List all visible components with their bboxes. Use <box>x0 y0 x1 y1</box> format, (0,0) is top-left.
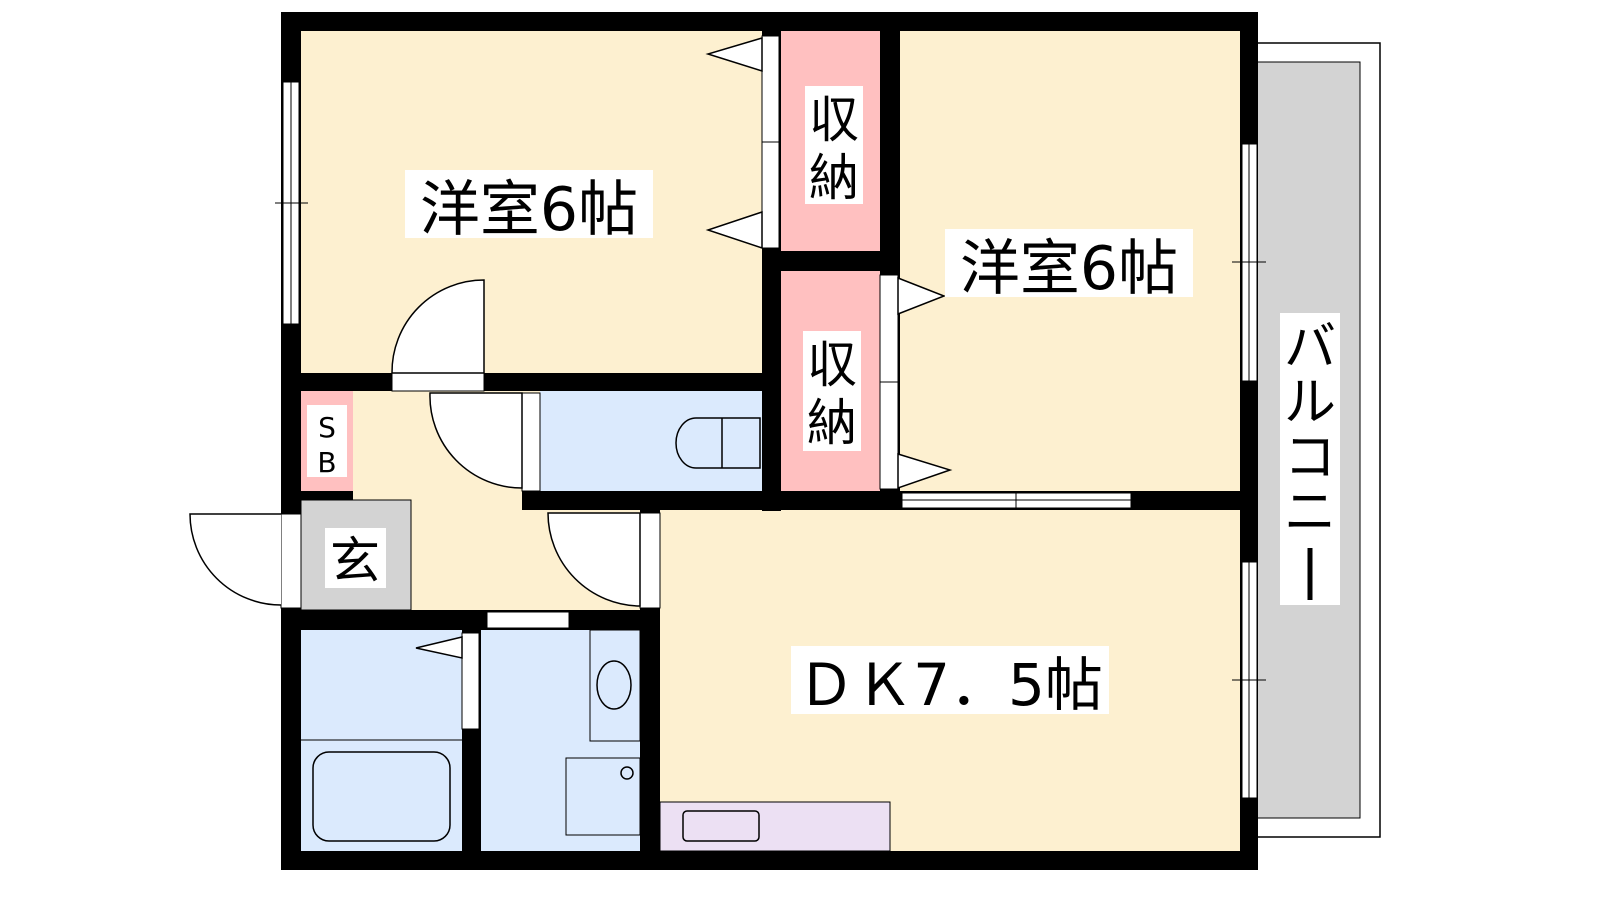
room1-door[interactable] <box>391 279 485 374</box>
dining-kitchen-label: ＤＫ7．5帖 <box>797 651 1103 719</box>
balcony-label-2: ル <box>1284 373 1336 433</box>
shoe-box-label-2: B <box>317 446 336 479</box>
entrance-door-opening[interactable] <box>280 513 302 609</box>
bathroom-door[interactable] <box>461 632 480 730</box>
bathtub-icon <box>312 751 451 842</box>
dk-door[interactable] <box>547 512 641 607</box>
washbasin-icon <box>596 660 632 710</box>
balcony-label-4: ニ <box>1284 483 1336 543</box>
storage-1-label-2: 納 <box>809 149 859 207</box>
balcony-label-5: ー <box>1284 543 1336 603</box>
shoe-box-label-1: S <box>318 411 336 444</box>
toilet-door-opening[interactable] <box>521 392 541 492</box>
kitchen-counter <box>659 801 891 852</box>
toilet-door[interactable] <box>429 392 523 489</box>
western-room-1-label: 洋室6帖 <box>420 175 638 245</box>
entrance-label: 玄 <box>330 532 380 590</box>
western-room-2-label: 洋室6帖 <box>960 234 1178 304</box>
balcony-label-3: コ <box>1284 428 1336 488</box>
washroom-door[interactable] <box>486 611 570 629</box>
entrance <box>300 499 412 611</box>
room1-door-opening[interactable] <box>391 372 485 392</box>
sink-icon <box>682 810 760 842</box>
storage-1-label-1: 収 <box>809 91 859 149</box>
balcony-label-1: バ <box>1284 318 1336 378</box>
storage-2-label-1: 収 <box>807 336 857 394</box>
storage-2-label-2: 納 <box>807 394 857 452</box>
entrance-door[interactable] <box>189 513 282 606</box>
toilet <box>540 391 762 491</box>
toilet-icon <box>675 417 761 469</box>
dk-door-opening[interactable] <box>639 512 661 609</box>
washing-machine-icon <box>565 757 641 836</box>
